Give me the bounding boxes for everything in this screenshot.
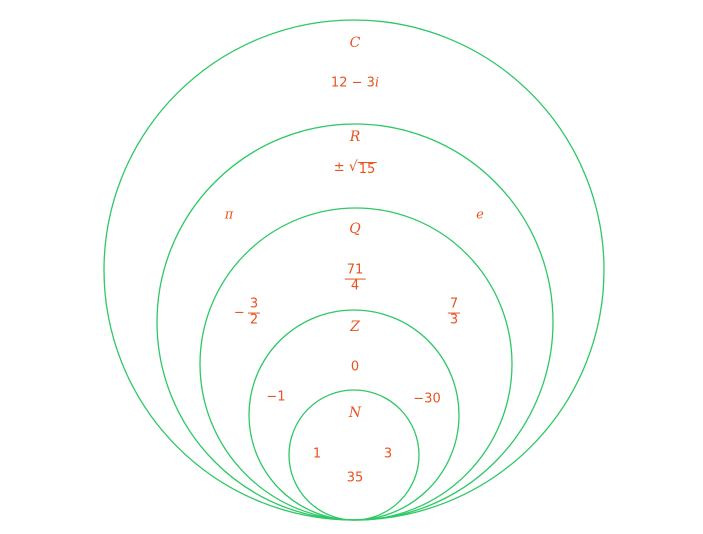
radical-icon: √ xyxy=(348,159,358,176)
fraction-bar xyxy=(447,312,461,314)
fraction-denominator: 4 xyxy=(350,278,360,294)
integer-set-label: Z xyxy=(350,319,360,335)
real-set-label: R xyxy=(349,129,361,145)
fraction-7-over-3: 7 3 xyxy=(447,296,461,329)
rational-set-label: Q xyxy=(349,221,361,237)
square-root: √15 xyxy=(348,159,377,178)
fraction-numerator: 71 xyxy=(346,262,364,278)
natural-set-label: N xyxy=(348,405,362,421)
complex-number: 12 − 3i xyxy=(331,77,379,90)
fraction-numerator: 3 xyxy=(249,296,259,312)
plus-minus-sqrt-15: ± √15 xyxy=(334,160,377,178)
negative-sign: − xyxy=(233,305,245,321)
plus-minus-sign: ± xyxy=(333,160,345,176)
radicand: 15 xyxy=(357,162,377,178)
complex-number-real-part: 12 − 3 xyxy=(330,75,375,91)
fraction-71-over-4: 71 4 xyxy=(344,262,366,295)
fraction-denominator: 3 xyxy=(449,312,459,328)
imaginary-unit: i xyxy=(374,75,380,91)
fraction-bar xyxy=(247,312,261,314)
fraction-numerator: 7 xyxy=(449,296,459,312)
thirty-five-element: 35 xyxy=(346,470,364,486)
pi-element: π xyxy=(224,207,234,223)
negative-one-element: −1 xyxy=(266,389,286,405)
negative-thirty-element: −30 xyxy=(413,391,441,407)
e-element: e xyxy=(476,207,484,223)
natural-set-circle xyxy=(288,389,420,521)
one-element: 1 xyxy=(312,446,322,462)
fraction-denominator: 2 xyxy=(249,312,259,328)
fraction-negative-3-over-2: − 3 2 xyxy=(233,296,261,329)
zero-element: 0 xyxy=(350,359,360,375)
fraction-bar xyxy=(344,278,366,280)
three-element: 3 xyxy=(383,446,393,462)
complex-set-label: C xyxy=(349,35,361,51)
